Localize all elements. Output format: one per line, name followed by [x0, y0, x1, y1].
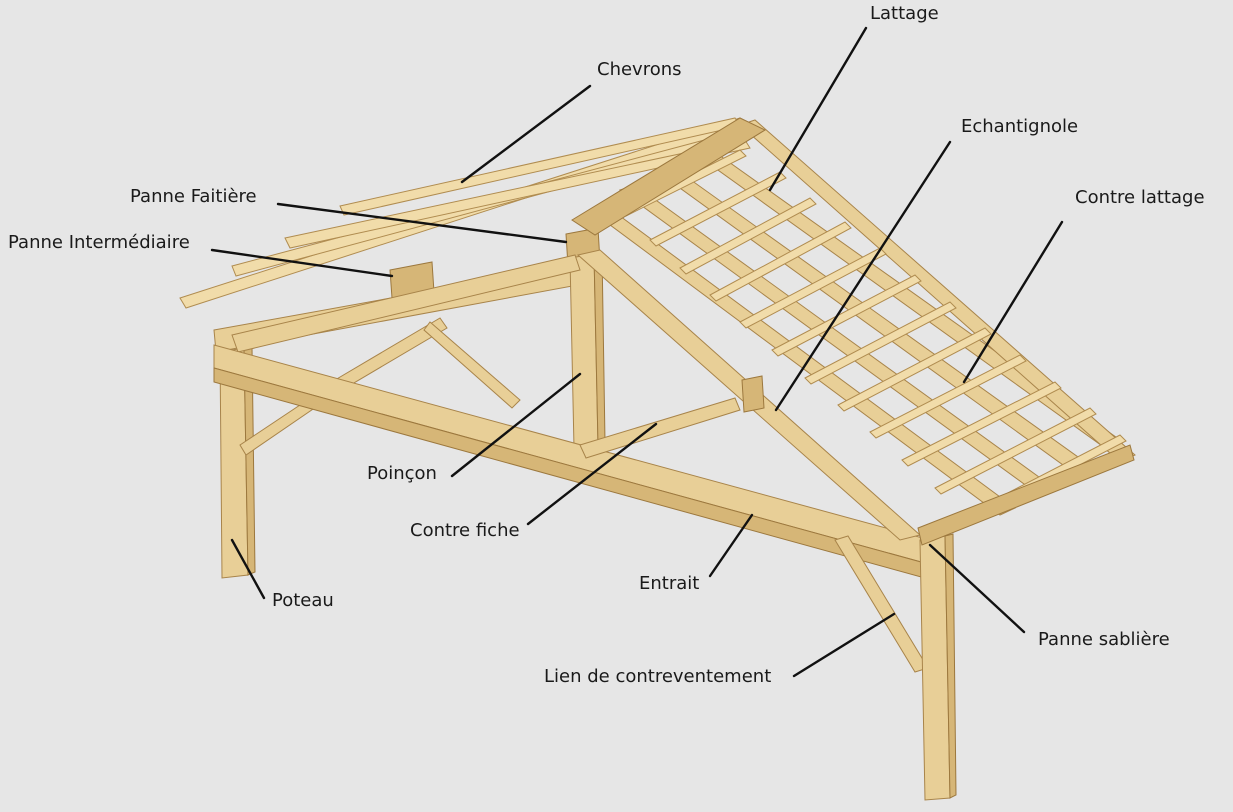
leader-panne-sabliere: [928, 543, 1026, 634]
label-entrait: Entrait: [639, 573, 700, 594]
right-wall-plate: [917, 444, 1135, 546]
label-chevrons: Chevrons: [597, 59, 682, 80]
label-contre-lattage: Contre lattage: [1075, 187, 1205, 208]
right-slope-rafters: [588, 119, 1136, 516]
front-strut: [579, 397, 741, 459]
left-post: [219, 345, 256, 579]
ridge-beam: [571, 117, 767, 236]
label-poincon: Poinçon: [367, 463, 437, 484]
leader-contre-lattage: [962, 220, 1064, 384]
label-lattage: Lattage: [870, 3, 939, 24]
leader-poteau: [230, 538, 266, 600]
label-contre-fiche: Contre fiche: [410, 520, 520, 541]
leader-entrait: [708, 513, 754, 578]
right-post: [919, 533, 957, 801]
left-slope-chevrons: [179, 117, 751, 309]
label-poteau: Poteau: [272, 590, 334, 611]
leader-lien-de-contreventement: [792, 612, 896, 678]
label-panne-intermediaire: Panne Intermédiaire: [8, 232, 190, 253]
leader-panne-faitiere: [276, 202, 568, 244]
leader-lines: [210, 26, 1064, 678]
truss-left-rafter: [231, 254, 581, 353]
back-strut-2: [423, 321, 521, 409]
leader-echantignole: [774, 140, 952, 412]
label-panne-sabliere: Panne sablière: [1038, 629, 1170, 650]
label-echantignole: Echantignole: [961, 116, 1079, 137]
cleat-block: [741, 375, 765, 413]
label-lien-de-contreventement: Lien de contreventement: [544, 666, 772, 687]
leader-panne-intermediaire: [210, 248, 394, 278]
leader-lattage: [768, 26, 868, 192]
leader-chevrons: [460, 84, 592, 184]
king-post: [569, 251, 606, 449]
leader-poincon: [450, 372, 582, 478]
label-panne-faitiere: Panne Faitière: [130, 186, 257, 207]
leader-contre-fiche: [526, 422, 658, 526]
